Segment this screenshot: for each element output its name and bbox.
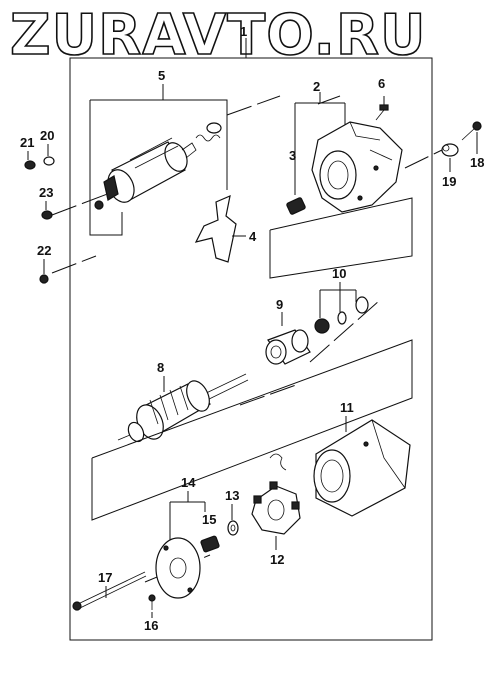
callout-6: 6 [378, 76, 385, 91]
callout-20: 20 [40, 128, 54, 143]
callout-17: 17 [98, 570, 112, 585]
axis-line-22 [51, 255, 97, 274]
yoke-11: 11 [313, 400, 411, 517]
nut-21 [24, 160, 36, 170]
through-bolt-17: 17 [72, 570, 147, 611]
armature-detail-box [91, 339, 413, 521]
callout-9: 9 [276, 297, 283, 312]
end-frame-14 [155, 537, 201, 599]
terminal-nut-group: 20 21 23 22 [20, 128, 55, 284]
nut-22 [39, 274, 49, 284]
callout-21: 21 [20, 135, 34, 150]
callout-16: 16 [144, 618, 158, 633]
callout-1: 1 [240, 24, 247, 39]
assembly-frame [69, 57, 433, 641]
solenoid-spring [195, 134, 221, 142]
callout-5: 5 [158, 68, 165, 83]
callout-19: 19 [442, 174, 456, 189]
brush-spring [269, 453, 287, 471]
callout-18: 18 [470, 155, 484, 170]
callout-13: 13 [225, 488, 239, 503]
overrunning-clutch-9: 9 [265, 297, 311, 365]
solenoid-body [94, 137, 197, 210]
solenoid-plunger [206, 122, 222, 134]
bushing-15 [200, 535, 220, 553]
callout-10: 10 [332, 266, 346, 281]
nut-23 [41, 210, 53, 220]
brush-holder-12: 12 [251, 453, 301, 567]
callout-8: 8 [157, 360, 164, 375]
axis-line-solenoid [226, 95, 281, 116]
axis-line-armature [239, 384, 297, 406]
housing-bore [319, 150, 357, 200]
pinion-spring [286, 197, 306, 215]
housing-detail-box [269, 197, 413, 279]
end-frame-group: 14 15 13 [155, 475, 239, 599]
callout-22: 22 [37, 243, 51, 258]
watermark-text: ZURAVTO.RU [10, 3, 427, 68]
callout-11: 11 [340, 400, 354, 415]
axis-line-23 [51, 192, 111, 216]
callout-15: 15 [202, 512, 216, 527]
screw-16: 16 [144, 594, 158, 633]
washer-20 [43, 156, 55, 166]
axis-line-drive [309, 299, 381, 363]
callout-12: 12 [270, 552, 284, 567]
washer-group-10: 10 [314, 266, 369, 334]
washer-13 [227, 520, 239, 536]
solenoid-group: 5 [89, 68, 228, 236]
callout-2: 2 [313, 79, 320, 94]
bolt-6: 6 [375, 76, 389, 121]
shift-lever-4: 4 [194, 194, 257, 263]
callout-3: 3 [289, 148, 296, 163]
callout-23: 23 [39, 185, 53, 200]
callout-4: 4 [249, 229, 257, 244]
axis-line-19 [404, 149, 443, 169]
armature-8: 8 [117, 360, 249, 443]
callout-14: 14 [181, 475, 196, 490]
bolt-18: 18 [461, 121, 484, 170]
bushing-19: 19 [441, 143, 459, 189]
drive-housing-group: 2 3 [269, 79, 413, 279]
